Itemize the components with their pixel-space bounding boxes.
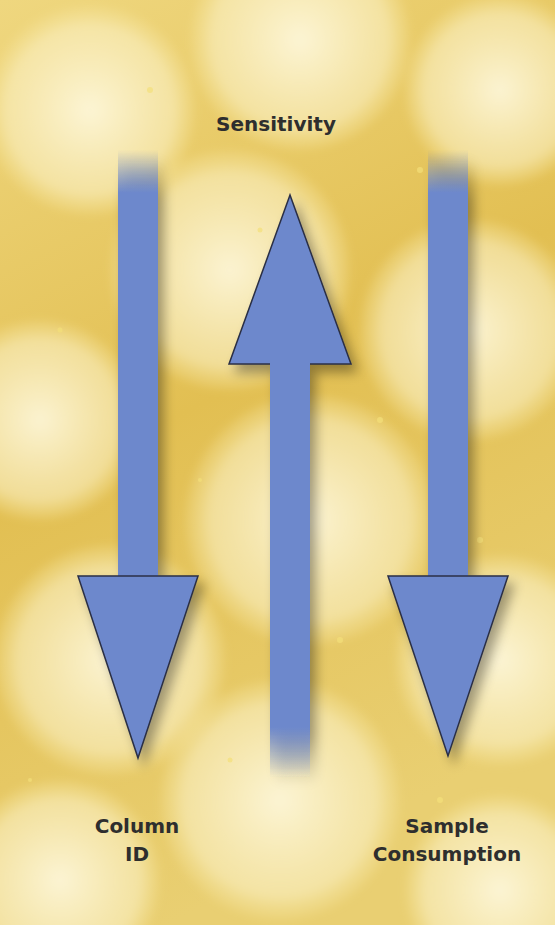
axis-label: Sample Consumption [372, 812, 522, 868]
down-arrow-left [78, 150, 198, 758]
axis-label: Sensitivity [176, 110, 376, 138]
up-arrow-middle [229, 195, 351, 777]
down-arrow-right [388, 150, 508, 756]
axis-label: Column ID [92, 812, 182, 868]
